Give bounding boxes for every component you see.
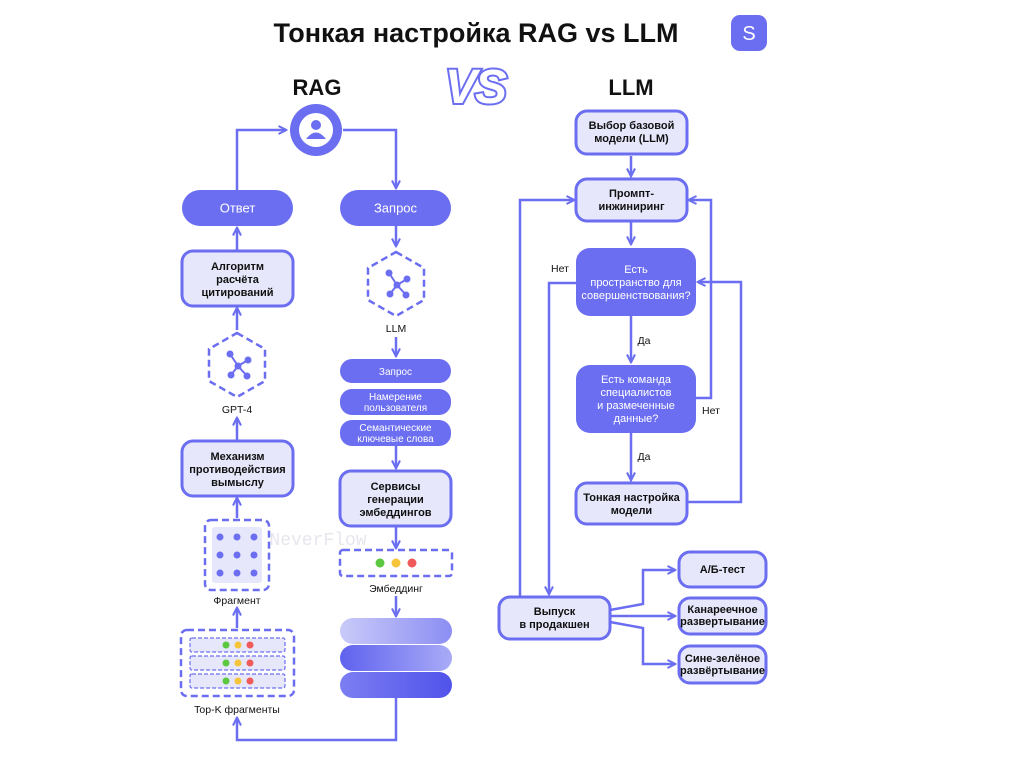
fragment-label: Фрагмент [213, 595, 260, 607]
gpt4-node: GPT-4 [207, 331, 267, 416]
subquery-pill: Запрос [340, 359, 451, 383]
citation-algorithm-box: Алгоритм расчёта цитирований [180, 249, 295, 308]
svg-text:Выпуск: Выпуск [534, 606, 576, 618]
rag-llm-node: LLM [366, 250, 426, 335]
gpt4-label: GPT-4 [222, 404, 253, 416]
svg-text:Запрос: Запрос [379, 367, 412, 378]
svg-text:Выбор базовой: Выбор базовой [589, 120, 675, 132]
edge-release-to-bluegreen [609, 620, 675, 664]
svg-text:расчёта: расчёта [216, 274, 260, 286]
svg-text:Есть команда: Есть команда [601, 374, 672, 386]
svg-text:в продакшен: в продакшен [519, 619, 589, 631]
llm-heading: LLM [608, 75, 653, 100]
svg-text:Канареечное: Канареечное [687, 604, 757, 616]
ab-test-box: А/Б-тест [677, 550, 768, 589]
topk-row-2 [189, 655, 286, 671]
user-icon [306, 120, 326, 139]
prompt-engineering-box: Промпт- инжиниринг [574, 177, 689, 223]
svg-text:вымыслу: вымыслу [211, 477, 265, 489]
svg-text:Есть: Есть [624, 264, 648, 276]
network-icon [226, 350, 252, 380]
svg-text:развертывание: развертывание [680, 616, 765, 628]
user-node [290, 104, 342, 156]
svg-text:Намерение: Намерение [369, 392, 422, 403]
svg-text:модели (LLM): модели (LLM) [594, 133, 669, 145]
release-box: Выпуск в продакшен [497, 595, 612, 641]
svg-text:Сине-зелёное: Сине-зелёное [685, 653, 760, 665]
edge-answer-to-user [235, 130, 286, 190]
llm-connectors [518, 156, 743, 664]
svg-text:противодействия: противодействия [189, 464, 285, 476]
svg-text:данные?: данные? [614, 413, 659, 425]
svg-text:Сервисы: Сервисы [371, 481, 421, 493]
edge-improve-no [549, 281, 576, 594]
svg-text:Тонкая настройка: Тонкая настройка [583, 492, 680, 504]
fragment-dots [216, 533, 258, 577]
edge-release-loop [518, 200, 574, 597]
svg-text:инжиниринг: инжиниринг [598, 201, 664, 213]
answer-pill: Ответ [182, 190, 293, 226]
improvement-decision: Есть пространство для совершенствования? [576, 248, 696, 316]
edge-label-yes-2: Да [638, 451, 651, 463]
vs-text: VS [445, 61, 507, 114]
blue-green-box: Сине-зелёное развёртывание [677, 644, 768, 685]
svg-text:генерации: генерации [367, 494, 424, 506]
topk-row-3 [189, 673, 286, 689]
embedding-services-box: Сервисы генерации эмбеддингов [338, 469, 453, 528]
edge-team-no [689, 200, 713, 400]
logo-letter: S [742, 23, 755, 45]
topk-label: Top-K фрагменты [194, 704, 280, 716]
network-icon [385, 269, 411, 299]
watermark: NeverFlow [269, 531, 366, 551]
svg-text:пользователя: пользователя [364, 403, 427, 414]
edge-label-yes-1: Да [638, 335, 651, 347]
svg-text:ключевые слова: ключевые слова [357, 434, 434, 445]
svg-text:Запрос: Запрос [374, 201, 418, 216]
svg-text:Семантические: Семантические [359, 423, 432, 434]
edge-label-no-2: Нет [702, 405, 720, 417]
fine-tuning-box: Тонкая настройка модели [574, 481, 689, 526]
svg-text:Механизм: Механизм [210, 451, 264, 463]
svg-text:Алгоритм: Алгоритм [211, 261, 264, 273]
svg-text:пространство для: пространство для [590, 277, 681, 289]
semantic-keywords-pill: Семантические ключевые слова [340, 420, 451, 446]
query-pill: Запрос [340, 190, 451, 226]
svg-text:Ответ: Ответ [220, 201, 256, 216]
svg-text:модели: модели [611, 505, 652, 517]
rag-heading: RAG [293, 75, 342, 100]
edge-user-to-query [343, 128, 396, 188]
embedding-node: Эмбеддинг [338, 548, 454, 595]
rag-llm-label: LLM [386, 323, 406, 335]
base-model-box: Выбор базовой модели (LLM) [574, 109, 689, 156]
canary-box: Канареечное развертывание [677, 596, 768, 636]
logo-badge: S [731, 15, 767, 51]
svg-text:специалистов: специалистов [600, 387, 671, 399]
topk-row-1 [189, 637, 286, 653]
edge-label-no-1: Нет [551, 263, 569, 275]
embedding-label: Эмбеддинг [369, 583, 423, 595]
svg-text:Промпт-: Промпт- [609, 188, 654, 200]
edge-release-to-ab [609, 570, 675, 612]
page-title: Тонкая настройка RAG vs LLM [273, 18, 678, 48]
rag-connectors [235, 128, 398, 742]
edge-finetune-loop [687, 282, 743, 504]
team-data-decision: Есть команда специалистов и размеченные … [576, 365, 696, 433]
svg-text:развёртывание: развёртывание [680, 665, 765, 677]
svg-text:цитирований: цитирований [201, 287, 273, 299]
topk-fragments-node: Top-K фрагменты [179, 628, 296, 716]
fragment-node: Фрагмент [203, 518, 271, 607]
svg-text:эмбеддингов: эмбеддингов [359, 507, 431, 519]
svg-text:совершенствования?: совершенствования? [581, 290, 690, 302]
vector-database-icon [340, 618, 452, 698]
edge-db-to-topk [237, 698, 398, 742]
anti-fiction-box: Механизм противодействия вымыслу [180, 439, 295, 498]
user-intent-pill: Намерение пользователя [340, 389, 451, 415]
svg-text:А/Б-тест: А/Б-тест [700, 564, 746, 576]
svg-text:и размеченные: и размеченные [597, 400, 675, 412]
